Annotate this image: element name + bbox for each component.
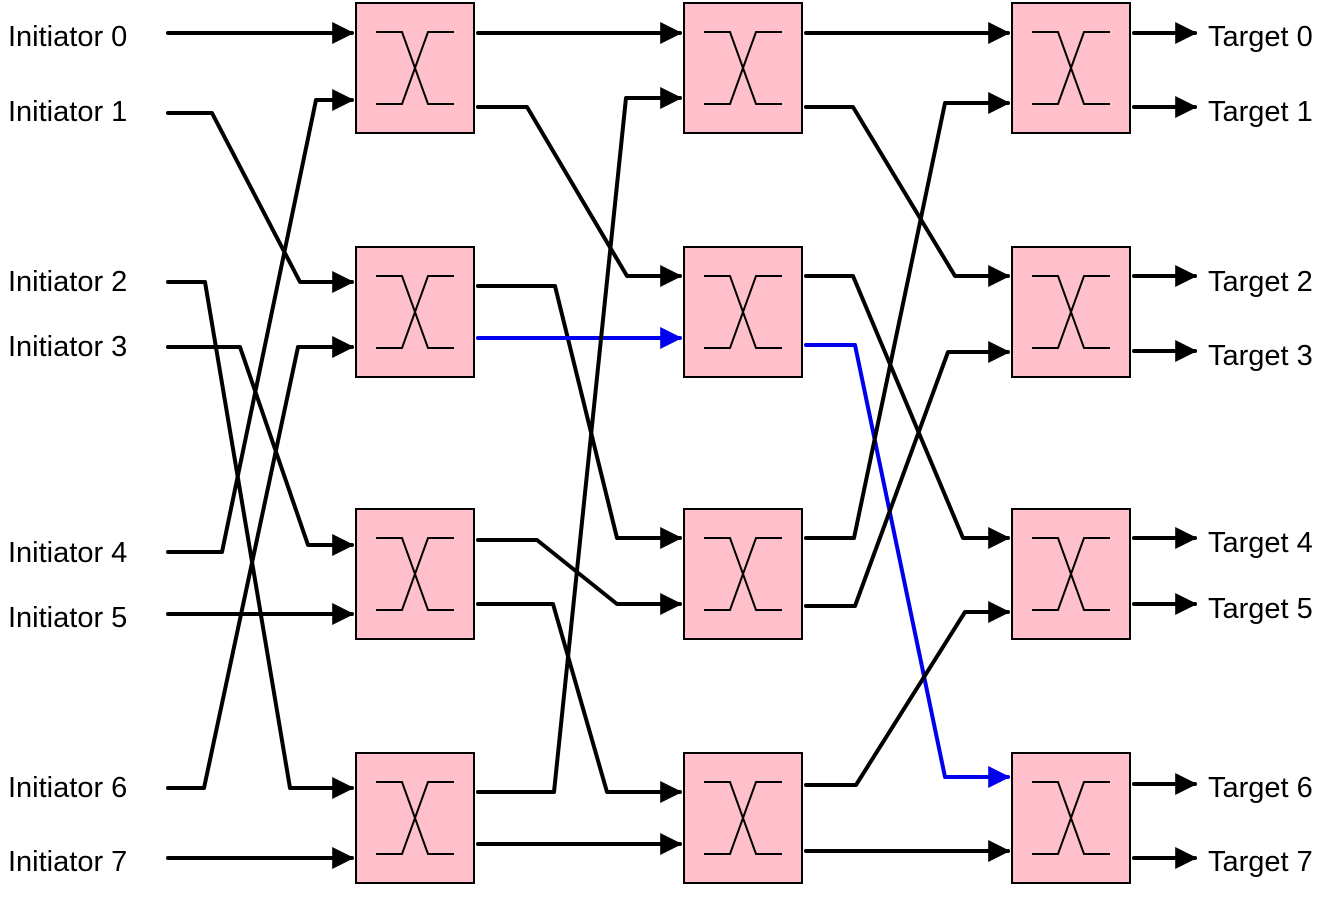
- switch-stage1-2: [355, 508, 475, 640]
- switch-stage1-1: [355, 246, 475, 378]
- target-label-4: Target 4: [1208, 527, 1313, 559]
- target-label-2: Target 2: [1208, 266, 1313, 298]
- switch-stage1-0: [355, 2, 475, 134]
- switch-stage3-3: [1011, 752, 1131, 884]
- wire-s2-1: [804, 105, 1011, 287]
- wire-s1-1: [476, 105, 683, 287]
- target-label-1: Target 1: [1208, 96, 1313, 128]
- crossbar-icon: [1032, 537, 1110, 611]
- wire-init3: [166, 345, 355, 556]
- wire-init2: [166, 280, 355, 799]
- switch-stage3-2: [1011, 508, 1131, 640]
- initiator-label-4: Initiator 4: [8, 537, 127, 569]
- wires-stage-2-to-3: [804, 22, 1011, 862]
- target-label-5: Target 5: [1208, 593, 1313, 625]
- target-labels: Target 0 Target 1 Target 2 Target 3 Targ…: [1208, 21, 1313, 878]
- initiator-labels: Initiator 0 Initiator 1 Initiator 2 Init…: [8, 21, 127, 878]
- wire-s2-3-highlighted: [804, 343, 1011, 788]
- crossbar-icon: [376, 781, 454, 855]
- switch-stage2-3: [683, 752, 803, 884]
- switch-stage2-0: [683, 2, 803, 134]
- initiator-label-2: Initiator 2: [8, 266, 127, 298]
- switch-boxes: [355, 2, 1131, 884]
- target-label-7: Target 7: [1208, 846, 1313, 878]
- switch-stage3-0: [1011, 2, 1131, 134]
- crossbar-icon: [704, 31, 782, 105]
- wire-s1-6: [476, 87, 683, 794]
- crossbar-icon: [704, 781, 782, 855]
- wire-s2-2: [804, 274, 1011, 549]
- wire-s1-2: [476, 284, 683, 549]
- wire-s1-5: [476, 602, 683, 803]
- switch-stage3-1: [1011, 246, 1131, 378]
- crossbar-icon: [704, 275, 782, 349]
- crossbar-icon: [1032, 31, 1110, 105]
- wire-init6: [166, 336, 355, 790]
- crossbar-icon: [376, 275, 454, 349]
- initiator-label-7: Initiator 7: [8, 846, 127, 878]
- initiator-label-5: Initiator 5: [8, 602, 127, 634]
- wire-s2-5: [804, 341, 1011, 608]
- wire-s2-6: [804, 601, 1011, 787]
- wire-init1: [166, 111, 355, 293]
- initiator-label-1: Initiator 1: [8, 96, 127, 128]
- initiator-label-0: Initiator 0: [8, 21, 127, 53]
- wire-init4: [166, 89, 355, 554]
- target-label-3: Target 3: [1208, 340, 1313, 372]
- crossbar-icon: [1032, 275, 1110, 349]
- target-label-6: Target 6: [1208, 772, 1313, 804]
- wire-s2-4: [804, 92, 1011, 540]
- initiator-label-6: Initiator 6: [8, 772, 127, 804]
- wires-stage-1-to-2: [476, 22, 683, 855]
- crossbar-icon: [704, 537, 782, 611]
- switch-stage2-1: [683, 246, 803, 378]
- switch-stage2-2: [683, 508, 803, 640]
- initiator-label-3: Initiator 3: [8, 331, 127, 363]
- wires-stage-3-to-targets: [1132, 22, 1198, 869]
- wires-stage-0-to-1: [166, 22, 355, 869]
- crossbar-icon: [376, 31, 454, 105]
- target-label-0: Target 0: [1208, 21, 1313, 53]
- crossbar-icon: [376, 537, 454, 611]
- switch-stage1-3: [355, 752, 475, 884]
- crossbar-icon: [1032, 781, 1110, 855]
